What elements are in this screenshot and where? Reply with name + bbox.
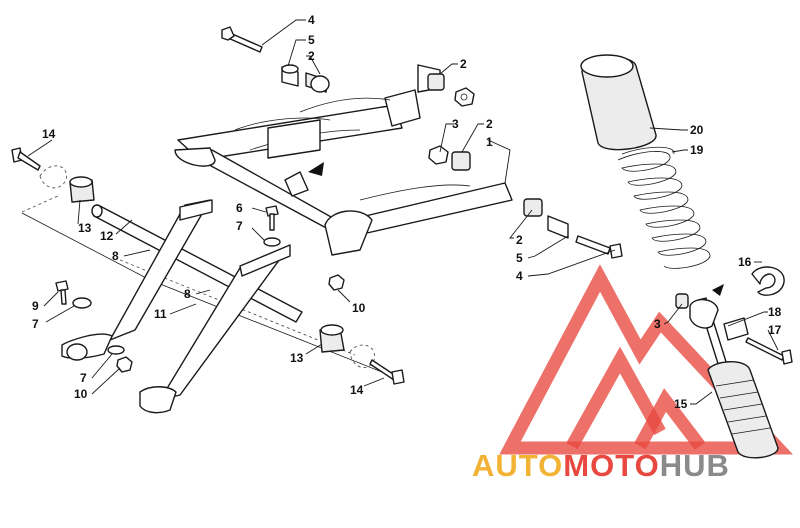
watermark-moto: MOTO xyxy=(563,448,659,483)
nut-3-right-top xyxy=(454,87,475,107)
clip-16 xyxy=(751,266,785,296)
callout-15: 15 xyxy=(674,397,688,411)
watermark-logo-triangle xyxy=(499,264,793,455)
watermark-hub: HUB xyxy=(660,448,730,483)
leader-lines xyxy=(27,19,779,405)
callout-9: 9 xyxy=(32,299,39,313)
bushing-shock xyxy=(675,293,689,309)
callout-14-left: 14 xyxy=(42,127,56,141)
shock-body-15 xyxy=(707,361,779,459)
callout-13-right: 13 xyxy=(290,351,304,365)
bumper-20 xyxy=(580,54,657,151)
callout-18: 18 xyxy=(768,305,782,319)
callout-3-shock: 3 xyxy=(654,317,661,331)
callout-7-top: 7 xyxy=(236,219,243,233)
callout-7-lower: 7 xyxy=(80,371,87,385)
washer-7-top xyxy=(263,237,281,247)
bracket-dashed-right xyxy=(349,344,375,368)
callout-4-top: 4 xyxy=(308,13,315,27)
callout-labels: 4 5 2 2 3 2 1 2 5 4 20 19 16 18 17 3 15 … xyxy=(32,13,782,411)
direction-arrow-shock xyxy=(712,284,724,296)
bushing-2-right-low xyxy=(523,198,543,217)
callout-12: 12 xyxy=(100,229,114,243)
clevis-3-shock xyxy=(689,299,719,329)
bolt-6 xyxy=(265,205,279,231)
bolt-4-right xyxy=(575,235,623,259)
washer-7-lower xyxy=(107,345,125,355)
bolt-14-right xyxy=(369,359,405,385)
callout-1: 1 xyxy=(486,135,493,149)
callout-2-top: 2 xyxy=(308,49,315,63)
callout-11: 11 xyxy=(154,307,167,321)
callout-4-low: 4 xyxy=(516,269,523,283)
nut-10-top xyxy=(328,274,345,291)
callout-8-right: 8 xyxy=(184,287,191,301)
callout-16: 16 xyxy=(738,255,752,269)
bushing-13-left xyxy=(69,176,95,203)
bracket-dashed-left xyxy=(39,165,67,189)
bolt-9 xyxy=(55,280,69,305)
callout-6: 6 xyxy=(236,201,243,215)
callout-14-right: 14 xyxy=(350,383,364,397)
washer-7-left xyxy=(72,297,92,309)
watermark-auto: AUTO xyxy=(472,448,563,483)
upper-a-arm xyxy=(174,64,513,256)
bolt-17 xyxy=(745,337,793,365)
bushing-2-right-top xyxy=(427,73,445,91)
callout-2-right: 2 xyxy=(460,57,467,71)
callout-10-top: 10 xyxy=(352,301,366,315)
top-spacer-5 xyxy=(281,64,299,87)
callout-17: 17 xyxy=(768,323,782,337)
bolt-14-left xyxy=(11,147,41,171)
callout-3-mid: 3 xyxy=(452,117,459,131)
top-bushing-2 xyxy=(305,72,330,93)
spring-19 xyxy=(617,146,711,269)
callout-7-left: 7 xyxy=(32,317,39,331)
callout-5-top: 5 xyxy=(308,33,315,47)
spacer-5-right-low xyxy=(547,215,569,239)
callout-20: 20 xyxy=(690,123,704,137)
bushing-13-right xyxy=(319,324,345,353)
callout-2-mid: 2 xyxy=(486,117,493,131)
bolt-4-top xyxy=(221,26,263,53)
nut-3-mid xyxy=(428,145,449,165)
callout-19: 19 xyxy=(690,143,704,157)
callout-13-left: 13 xyxy=(78,221,92,235)
bushing-2-mid xyxy=(451,151,471,171)
svg-text:AUTOMOTOHUB: AUTOMOTOHUB xyxy=(472,448,730,483)
callout-8-left: 8 xyxy=(112,249,119,263)
callout-2-low: 2 xyxy=(516,233,523,247)
nut-10-lower xyxy=(116,356,133,373)
spacer-18 xyxy=(723,317,749,341)
watermark-logo-text: AUTOMOTOHUB xyxy=(472,448,730,483)
callout-5-low: 5 xyxy=(516,251,523,265)
callout-10-lower: 10 xyxy=(74,387,88,401)
weld-bracket-top xyxy=(179,199,291,277)
